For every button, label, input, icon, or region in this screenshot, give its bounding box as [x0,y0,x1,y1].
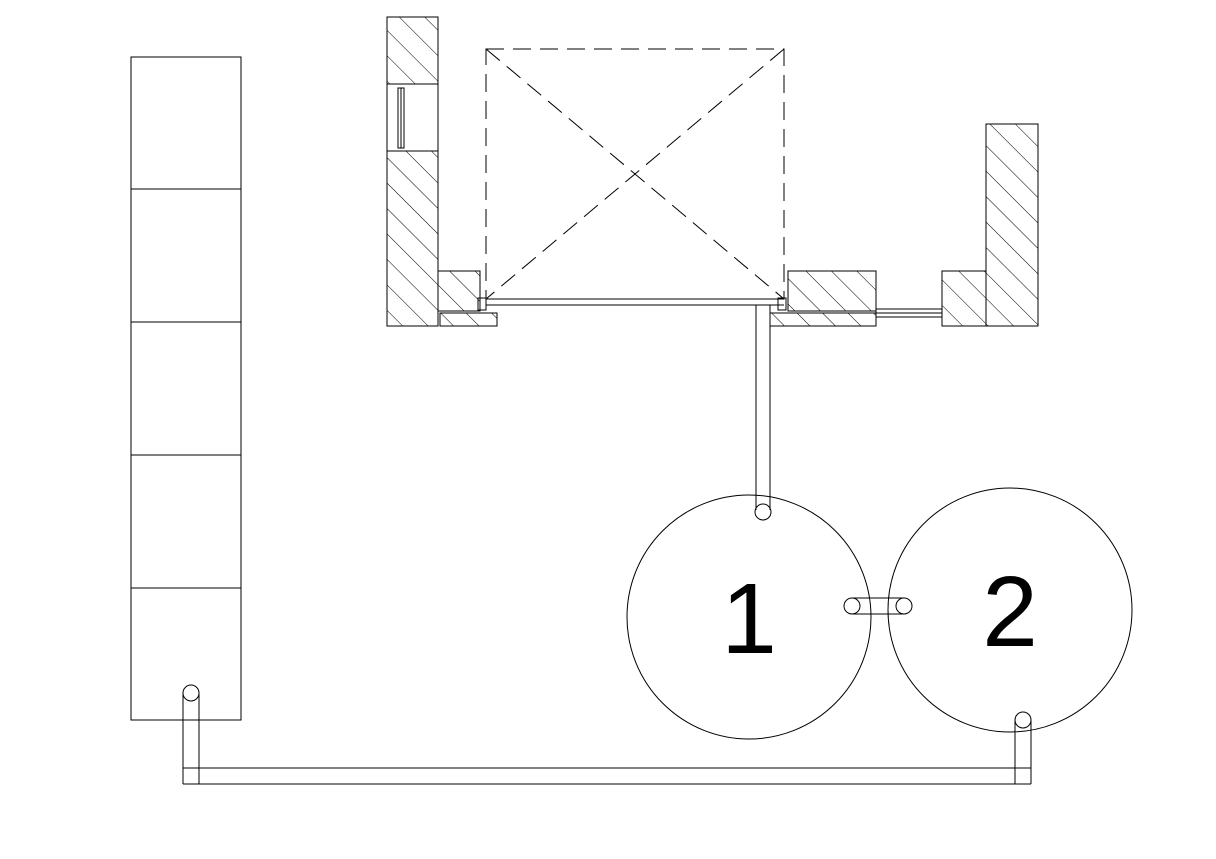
left-wall-section [386,16,498,327]
tank-2: 2 [887,487,1133,733]
stacked-box-column [130,56,242,721]
right-wall-section [769,123,1039,327]
tank-connector [843,597,913,615]
tank-1-label: 1 [721,563,777,675]
wall-pipe [486,298,784,306]
dashed-crossed-area [485,48,785,300]
bottom-return-pipe [182,684,1032,785]
tank-2-label: 2 [982,556,1038,668]
vertical-pipe-to-tank-1 [754,305,772,521]
tank-1: 1 [626,494,872,740]
